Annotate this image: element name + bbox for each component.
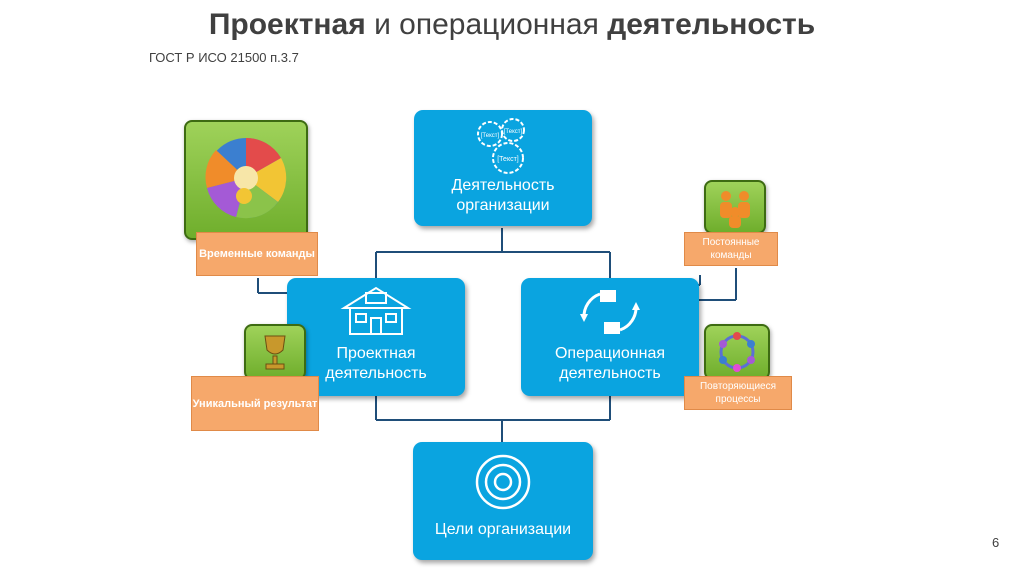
- gear-label: [Текст]: [497, 156, 519, 163]
- project-activity-label: Проектная деятельность: [325, 345, 427, 382]
- organization-activity-label: Деятельность организации: [451, 177, 555, 214]
- gear-label: [Текст]: [481, 133, 500, 139]
- teamwork-image: [184, 120, 308, 240]
- permanent-teams-callout: Постоянные команды: [684, 232, 778, 266]
- title-part-project: Проектная: [208, 8, 366, 41]
- gear-label: [Текст]: [504, 129, 523, 135]
- trophy-icon: [264, 335, 286, 370]
- title-part-middle: и операционная: [365, 8, 608, 41]
- title-part-activity: деятельность: [607, 8, 816, 41]
- people-image: [704, 180, 766, 234]
- organization-activity-box: [Текст] [Текст] [Текст] Деятельность орг…: [414, 110, 592, 226]
- team-circle-icon: [205, 137, 287, 219]
- processes-image: [704, 324, 770, 380]
- target-icon: [475, 454, 531, 510]
- unique-result-callout: Уникальный результат: [191, 376, 319, 431]
- organization-goals-box: Цели организации: [413, 442, 593, 560]
- repeating-processes-callout: Повторяющиеся процессы: [684, 376, 792, 410]
- operational-activity-box: Операционная деятельность: [521, 278, 699, 396]
- house-icon: [340, 286, 412, 335]
- gears-icon: [Текст] [Текст] [Текст]: [477, 118, 525, 174]
- operational-activity-label: Операционная деятельность: [554, 345, 666, 382]
- people-icon: [720, 191, 750, 228]
- slide-title: Проектная и операционная деятельность: [0, 8, 1024, 42]
- process-cycle-icon: [719, 332, 755, 372]
- organization-goals-label: Цели организации: [434, 521, 572, 538]
- cycle-icon: [580, 290, 640, 334]
- temporary-teams-callout: Временные команды: [196, 232, 318, 276]
- trophy-image: [244, 324, 306, 380]
- standard-reference: ГОСТ Р ИСО 21500 п.3.7: [149, 50, 299, 65]
- page-number: 6: [992, 535, 1000, 550]
